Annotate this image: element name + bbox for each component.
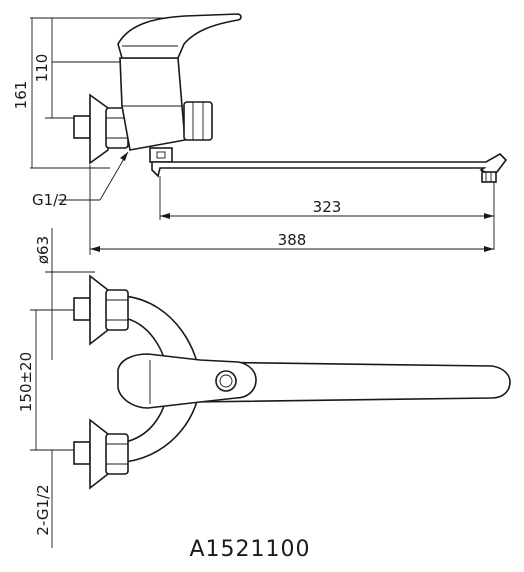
inlet-threads-label: 2-G1/2	[34, 484, 52, 535]
side-view: 161 110 G1/2 323 388	[12, 13, 508, 255]
overall-height-label: 161	[12, 81, 30, 110]
flange-diameter-label: ø63	[34, 236, 52, 264]
overall-length-label: 388	[278, 231, 307, 249]
top-view: ø63 150±20 2-G1/2	[17, 228, 511, 548]
spout-reach-label: 323	[313, 198, 342, 216]
thread-size-label: G1/2	[32, 191, 68, 209]
body-height-label: 110	[33, 54, 51, 83]
model-code: A1521100	[189, 537, 310, 562]
center-distance-label: 150±20	[17, 352, 35, 412]
